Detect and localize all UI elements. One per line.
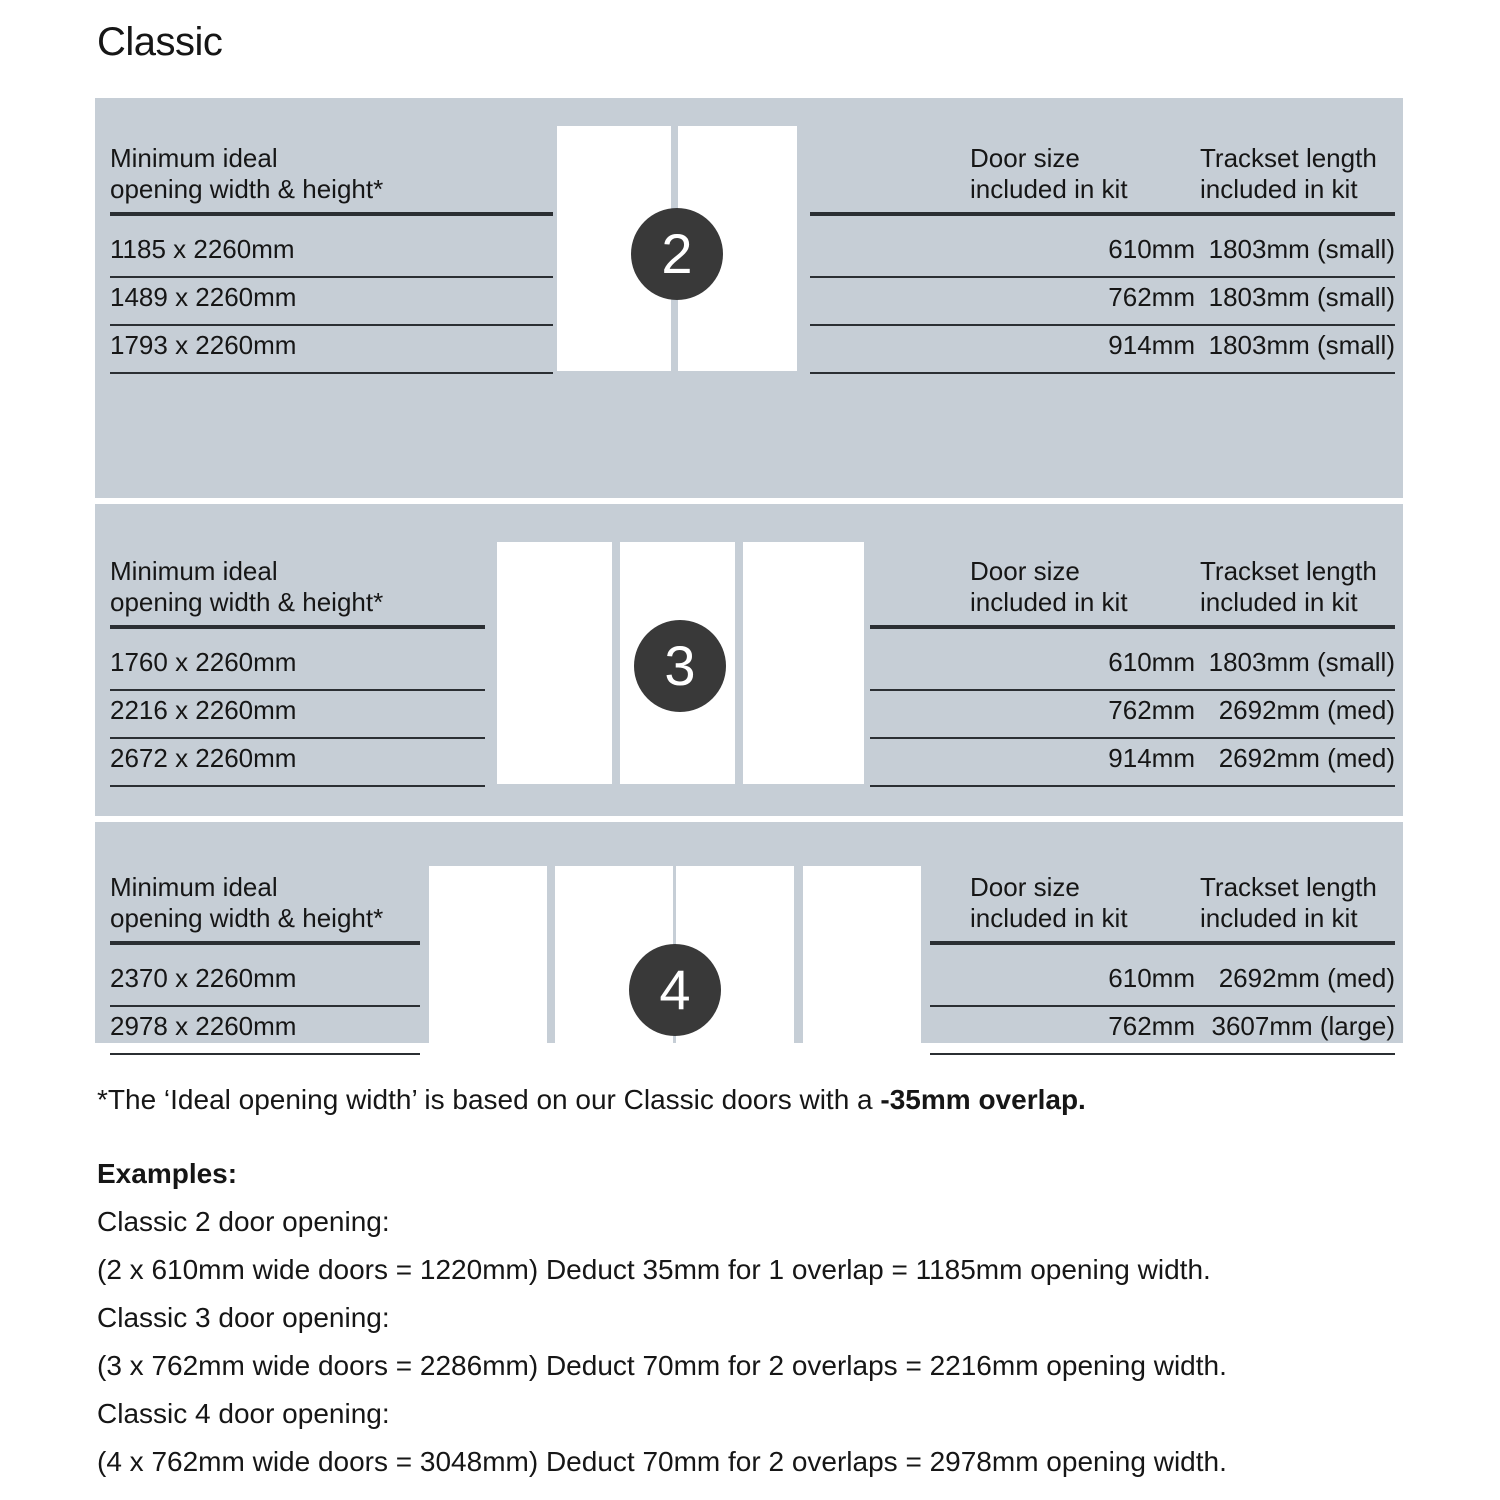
row-rule-right [810,276,1395,278]
cell-door-size: 610mm [1108,234,1195,264]
cell-door-size: 762mm [1108,1011,1195,1041]
header-rule-left [110,941,420,945]
row-rule-right [930,1053,1395,1055]
cell-door-size: 610mm [1108,963,1195,993]
door-diagram-3: 3 [497,542,864,784]
cell-trackset: 1803mm (small) [1208,647,1395,677]
door-count-badge: 3 [634,620,726,712]
examples-heading: Examples: [97,1158,238,1189]
header-rule-left [110,625,485,629]
page-title: Classic [97,20,223,64]
example-line: Classic 2 door opening: [97,1206,390,1237]
column-header-trackset: Trackset length included in kit [1200,143,1377,204]
row-rule-right [870,689,1395,691]
row-rule-left [110,276,553,278]
cell-door-size: 762mm [1108,695,1195,725]
overlap-footnote: *The ‘Ideal opening width’ is based on o… [97,1084,1086,1116]
header-rule-right [930,941,1395,945]
row-rule-left [110,785,485,787]
example-line: Classic 4 door opening: [97,1398,390,1429]
example-line: (3 x 762mm wide doors = 2286mm) Deduct 7… [97,1350,1227,1381]
column-header-door-size: Door size included in kit [970,872,1128,933]
door-panel [743,542,864,784]
cell-trackset: 2692mm (med) [1218,963,1395,993]
door-diagram-2: 2 [557,126,797,371]
header-rule-right [870,625,1395,629]
cell-door-size: 914mm [1108,743,1195,773]
cell-trackset: 3607mm (large) [1211,1011,1395,1041]
section-4-door: Minimum ideal opening width & height* Do… [95,822,1403,1108]
cell-opening: 2216 x 2260mm [110,695,297,725]
door-panel [429,866,547,1108]
cell-opening: 1185 x 2260mm [110,234,295,264]
cell-trackset: 2692mm (med) [1218,695,1395,725]
cell-trackset: 1803mm (small) [1208,234,1395,264]
column-header-door-size: Door size included in kit [970,556,1128,617]
row-rule-right [930,1005,1395,1007]
cell-door-size: 610mm [1108,647,1195,677]
door-panel [497,542,612,784]
column-header-trackset: Trackset length included in kit [1200,872,1377,933]
column-header-opening: Minimum ideal opening width & height* [110,872,384,933]
cell-trackset: 1803mm (small) [1208,282,1395,312]
section-divider-1 [95,498,1403,504]
column-header-opening: Minimum ideal opening width & height* [110,143,384,204]
cell-opening: 1793 x 2260mm [110,330,297,360]
footnote-bold-text: -35mm overlap. [880,1084,1086,1115]
footnote-text: *The ‘Ideal opening width’ is based on o… [97,1084,881,1115]
cell-opening: 2978 x 2260mm [110,1011,297,1041]
row-rule-right [870,737,1395,739]
cell-opening: 1760 x 2260mm [110,647,297,677]
section-2-door: Minimum ideal opening width & height* Do… [95,98,1403,498]
door-diagram-4: 4 [429,866,921,1108]
cell-opening: 2370 x 2260mm [110,963,297,993]
row-rule-left [110,689,485,691]
door-count-badge: 4 [629,944,721,1036]
column-header-opening: Minimum ideal opening width & height* [110,556,384,617]
cell-trackset: 2692mm (med) [1218,743,1395,773]
column-header-trackset: Trackset length included in kit [1200,556,1377,617]
row-rule-left [110,324,553,326]
section-divider-2 [95,816,1403,822]
example-line: (2 x 610mm wide doors = 1220mm) Deduct 3… [97,1254,1211,1285]
cell-door-size: 914mm [1108,330,1195,360]
door-count-badge: 2 [631,208,723,300]
door-panel [803,866,921,1108]
row-rule-left [110,737,485,739]
example-line: Classic 3 door opening: [97,1302,390,1333]
row-rule-right [810,372,1395,374]
cell-opening: 1489 x 2260mm [110,282,297,312]
section-3-door: Minimum ideal opening width & height* Do… [95,504,1403,816]
example-line: (4 x 762mm wide doors = 3048mm) Deduct 7… [97,1446,1227,1477]
row-rule-left [110,372,553,374]
cell-trackset: 1803mm (small) [1208,330,1395,360]
spec-panel: Minimum ideal opening width & height* Do… [95,98,1403,1108]
cell-door-size: 762mm [1108,282,1195,312]
row-rule-left [110,1005,420,1007]
header-rule-left [110,212,553,216]
row-rule-right [870,785,1395,787]
header-rule-right [810,212,1395,216]
row-rule-right [810,324,1395,326]
cell-opening: 2672 x 2260mm [110,743,297,773]
column-header-door-size: Door size included in kit [970,143,1128,204]
row-rule-left [110,1053,420,1055]
